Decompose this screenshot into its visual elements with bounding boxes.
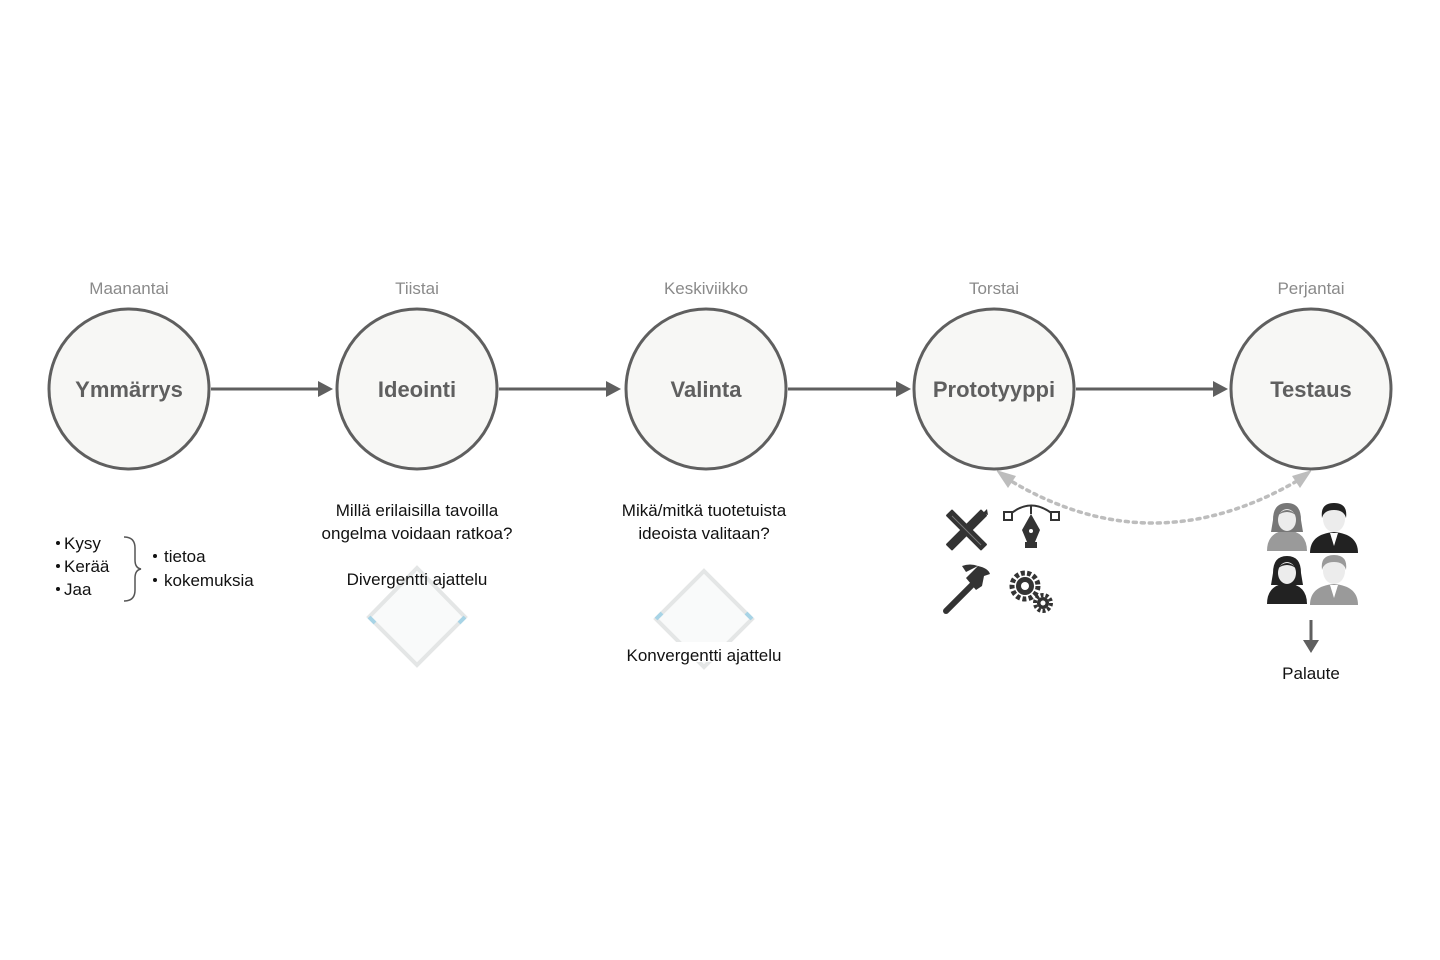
flow-arrow-4 bbox=[1076, 381, 1228, 397]
object-item: kokemuksia bbox=[164, 571, 254, 590]
ruler-pencil-icon bbox=[946, 509, 988, 551]
flow-arrow-1 bbox=[211, 381, 333, 397]
action-item: Kerää bbox=[64, 557, 110, 576]
stage-label: Valinta bbox=[671, 377, 743, 402]
divergent-thinking-label: Divergentti ajattelu bbox=[347, 570, 488, 589]
ideation-question-line1: Millä erilaisilla tavoilla bbox=[336, 501, 499, 520]
stage-understanding: Ymmärrys bbox=[47, 307, 211, 471]
flow-arrow-2 bbox=[499, 381, 621, 397]
object-item: tietoa bbox=[164, 547, 206, 566]
stage-label: Ymmärrys bbox=[75, 377, 183, 402]
gears-icon bbox=[1009, 570, 1053, 613]
pen-tool-icon bbox=[1003, 504, 1060, 548]
user-female-icon bbox=[1267, 556, 1307, 604]
understanding-notes: Kysy Kerää Jaa tietoa kokemuksia bbox=[56, 534, 254, 602]
feedback-arrow bbox=[1303, 620, 1319, 653]
day-label-thursday: Torstai bbox=[969, 279, 1019, 298]
iteration-dotted-arrow bbox=[996, 470, 1312, 525]
stage-label: Ideointi bbox=[378, 377, 456, 402]
day-label-tuesday: Tiistai bbox=[395, 279, 439, 298]
ideation-notes: Millä erilaisilla tavoilla ongelma voida… bbox=[322, 501, 513, 668]
day-label-friday: Perjantai bbox=[1277, 279, 1344, 298]
feedback-label: Palaute bbox=[1282, 664, 1340, 683]
brace-shape bbox=[123, 536, 142, 602]
stage-label: Prototyyppi bbox=[933, 377, 1055, 402]
user-male-icon bbox=[1310, 503, 1358, 553]
selection-question-line2: ideoista valitaan? bbox=[638, 524, 769, 543]
divergent-diamond-shape bbox=[366, 565, 468, 668]
day-label-monday: Maanantai bbox=[89, 279, 168, 298]
hammer-icon bbox=[943, 564, 990, 614]
stage-selection: Valinta bbox=[624, 307, 788, 471]
ideation-question-line2: ongelma voidaan ratkoa? bbox=[322, 524, 513, 543]
action-item: Kysy bbox=[64, 534, 101, 553]
stage-ideation: Ideointi bbox=[335, 307, 499, 471]
stage-prototype: Prototyyppi bbox=[912, 307, 1076, 471]
user-female-icon bbox=[1267, 503, 1307, 551]
user-male-icon bbox=[1310, 555, 1358, 605]
convergent-thinking-label: Konvergentti ajattelu bbox=[627, 646, 782, 665]
selection-notes: Mikä/mitkä tuotetuista ideoista valitaan… bbox=[600, 501, 810, 670]
day-label-wednesday: Keskiviikko bbox=[664, 279, 748, 298]
stage-testing: Testaus bbox=[1229, 307, 1393, 471]
selection-question-line1: Mikä/mitkä tuotetuista bbox=[622, 501, 787, 520]
action-item: Jaa bbox=[64, 580, 92, 599]
stage-label: Testaus bbox=[1270, 377, 1352, 402]
flow-arrow-3 bbox=[788, 381, 911, 397]
